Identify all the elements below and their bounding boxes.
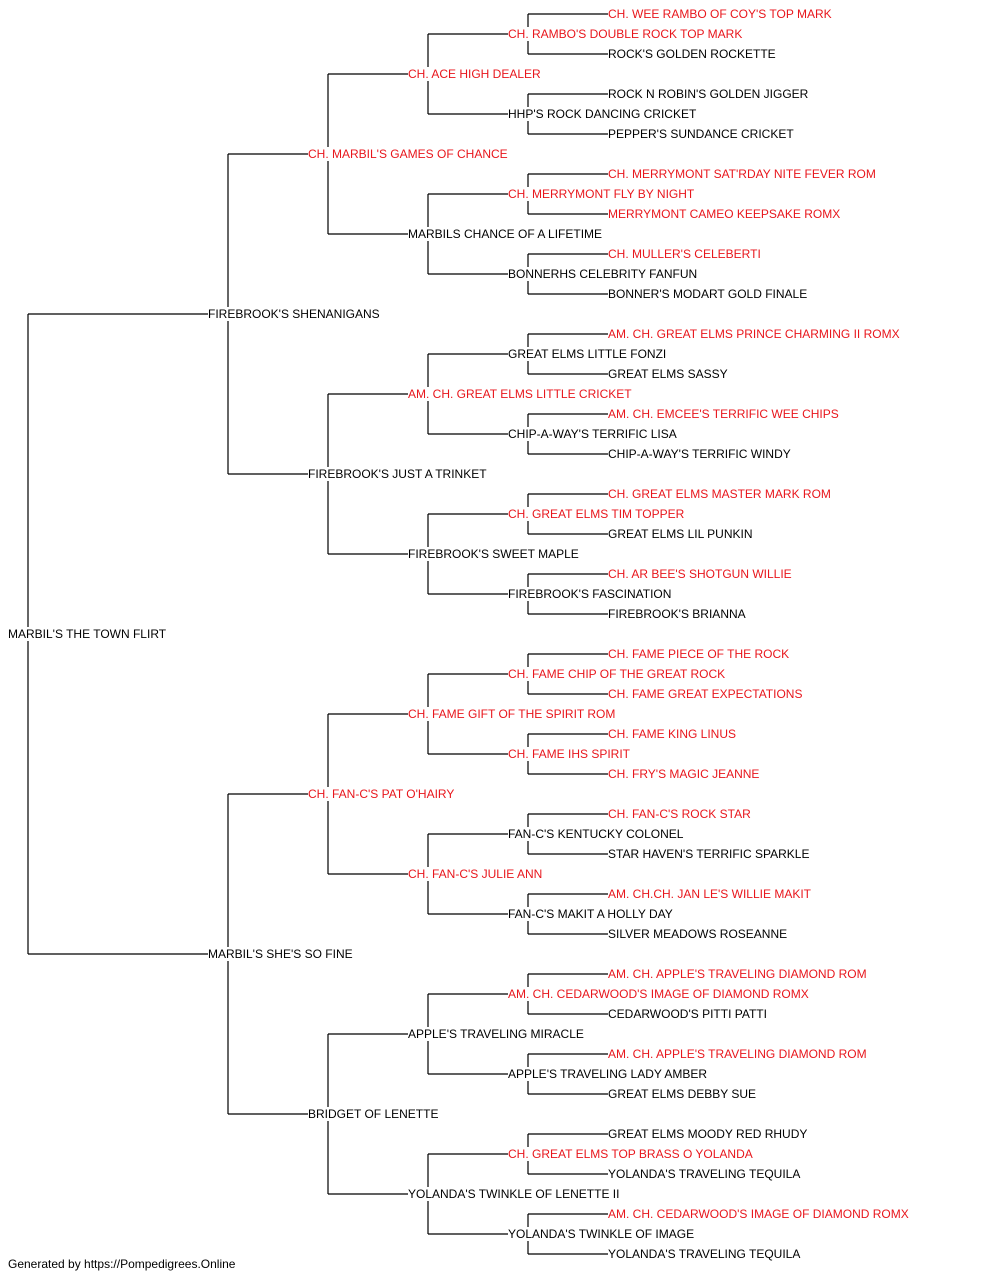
ancestor-name-gen4: GREAT ELMS LITTLE FONZI	[508, 347, 668, 361]
ancestor-name-gen4: FAN-C'S MAKIT A HOLLY DAY	[508, 907, 674, 921]
ancestor-name-gen3: YOLANDA'S TWINKLE OF LENETTE II	[408, 1187, 621, 1201]
ancestor-name-gen4: FAN-C'S KENTUCKY COLONEL	[508, 827, 685, 841]
ancestor-name-gen2: CH. MARBIL'S GAMES OF CHANCE	[308, 147, 509, 161]
ancestor-name-gen5: CH. FRY'S MAGIC JEANNE	[608, 767, 761, 781]
ancestor-name-gen3: AM. CH. GREAT ELMS LITTLE CRICKET	[408, 387, 633, 401]
ancestor-name-gen4: AM. CH. CEDARWOOD'S IMAGE OF DIAMOND ROM…	[508, 987, 810, 1001]
ancestor-name-gen5: CH. AR BEE'S SHOTGUN WILLIE	[608, 567, 793, 581]
ancestor-name-gen4: BONNERHS CELEBRITY FANFUN	[508, 267, 699, 281]
ancestor-name-gen5: CEDARWOOD'S PITTI PATTI	[608, 1007, 768, 1021]
generated-by-footer: Generated by https://Pompedigrees.Online	[8, 1257, 236, 1271]
ancestor-name-gen5: ROCK N ROBIN'S GOLDEN JIGGER	[608, 87, 810, 101]
ancestor-name-gen5: CH. FAME PIECE OF THE ROCK	[608, 647, 791, 661]
ancestor-name-gen5: GREAT ELMS LIL PUNKIN	[608, 527, 754, 541]
ancestor-name-gen3: CH. FAME GIFT OF THE SPIRIT ROM	[408, 707, 617, 721]
ancestor-name-gen5: CH. MULLER'S CELEBERTI	[608, 247, 762, 261]
ancestor-name-gen5: ROCK'S GOLDEN ROCKETTE	[608, 47, 777, 61]
ancestor-name-gen5: SILVER MEADOWS ROSEANNE	[608, 927, 789, 941]
ancestor-name-gen4: CH. FAME CHIP OF THE GREAT ROCK	[508, 667, 727, 681]
ancestor-name-gen5: AM. CH.CH. JAN LE'S WILLIE MAKIT	[608, 887, 812, 901]
ancestor-name-gen4: CH. FAME IHS SPIRIT	[508, 747, 632, 761]
ancestor-name-gen5: MERRYMONT CAMEO KEEPSAKE ROMX	[608, 207, 842, 221]
ancestor-name-gen5: CH. FAN-C'S ROCK STAR	[608, 807, 752, 821]
ancestor-name-gen5: BONNER'S MODART GOLD FINALE	[608, 287, 809, 301]
ancestor-name-gen5: YOLANDA'S TRAVELING TEQUILA	[608, 1167, 802, 1181]
ancestor-name-gen5: CH. GREAT ELMS MASTER MARK ROM	[608, 487, 832, 501]
ancestor-name-gen5: GREAT ELMS SASSY	[608, 367, 729, 381]
ancestor-name-gen4: CH. GREAT ELMS TOP BRASS O YOLANDA	[508, 1147, 754, 1161]
ancestor-name-gen3: CH. ACE HIGH DEALER	[408, 67, 542, 81]
ancestor-name-gen4: YOLANDA'S TWINKLE OF IMAGE	[508, 1227, 696, 1241]
ancestor-name-gen4: FIREBROOK'S FASCINATION	[508, 587, 673, 601]
ancestor-name-gen5: AM. CH. GREAT ELMS PRINCE CHARMING II RO…	[608, 327, 901, 341]
ancestor-name-gen4: CH. RAMBO'S DOUBLE ROCK TOP MARK	[508, 27, 744, 41]
ancestor-name-gen5: PEPPER'S SUNDANCE CRICKET	[608, 127, 795, 141]
ancestor-name-gen3: APPLE'S TRAVELING MIRACLE	[408, 1027, 585, 1041]
ancestor-name-gen5: AM. CH. APPLE'S TRAVELING DIAMOND ROM	[608, 1047, 868, 1061]
ancestor-name-gen5: AM. CH. EMCEE'S TERRIFIC WEE CHIPS	[608, 407, 840, 421]
ancestor-name-gen5: CH. FAME GREAT EXPECTATIONS	[608, 687, 804, 701]
subject-dog-name: MARBIL'S THE TOWN FLIRT	[8, 627, 168, 641]
ancestor-name-gen2: BRIDGET OF LENETTE	[308, 1107, 440, 1121]
ancestor-name-gen5: STAR HAVEN'S TERRIFIC SPARKLE	[608, 847, 811, 861]
ancestor-name-gen4: CH. GREAT ELMS TIM TOPPER	[508, 507, 686, 521]
ancestor-name-gen5: GREAT ELMS MOODY RED RHUDY	[608, 1127, 809, 1141]
ancestor-name-gen5: AM. CH. APPLE'S TRAVELING DIAMOND ROM	[608, 967, 868, 981]
ancestor-name-gen5: CH. FAME KING LINUS	[608, 727, 738, 741]
ancestor-name-gen4: CHIP-A-WAY'S TERRIFIC LISA	[508, 427, 678, 441]
ancestor-name-gen2: FIREBROOK'S JUST A TRINKET	[308, 467, 488, 481]
ancestor-name-gen1: FIREBROOK'S SHENANIGANS	[208, 307, 381, 321]
ancestor-name-gen5: YOLANDA'S TRAVELING TEQUILA	[608, 1247, 802, 1261]
ancestor-name-gen3: MARBILS CHANCE OF A LIFETIME	[408, 227, 604, 241]
ancestor-name-gen4: CH. MERRYMONT FLY BY NIGHT	[508, 187, 696, 201]
ancestor-name-gen2: CH. FAN-C'S PAT O'HAIRY	[308, 787, 456, 801]
ancestor-name-gen4: APPLE'S TRAVELING LADY AMBER	[508, 1067, 709, 1081]
ancestor-name-gen3: CH. FAN-C'S JULIE ANN	[408, 867, 544, 881]
ancestor-name-gen5: AM. CH. CEDARWOOD'S IMAGE OF DIAMOND ROM…	[608, 1207, 910, 1221]
ancestor-name-gen1: MARBIL'S SHE'S SO FINE	[208, 947, 354, 961]
ancestor-name-gen5: CH. WEE RAMBO OF COY'S TOP MARK	[608, 7, 833, 21]
ancestor-name-gen5: CH. MERRYMONT SAT'RDAY NITE FEVER ROM	[608, 167, 877, 181]
ancestor-name-gen3: FIREBROOK'S SWEET MAPLE	[408, 547, 580, 561]
ancestor-name-gen5: FIREBROOK'S BRIANNA	[608, 607, 747, 621]
ancestor-name-gen5: GREAT ELMS DEBBY SUE	[608, 1087, 758, 1101]
ancestor-name-gen4: HHP'S ROCK DANCING CRICKET	[508, 107, 698, 121]
ancestor-name-gen5: CHIP-A-WAY'S TERRIFIC WINDY	[608, 447, 792, 461]
